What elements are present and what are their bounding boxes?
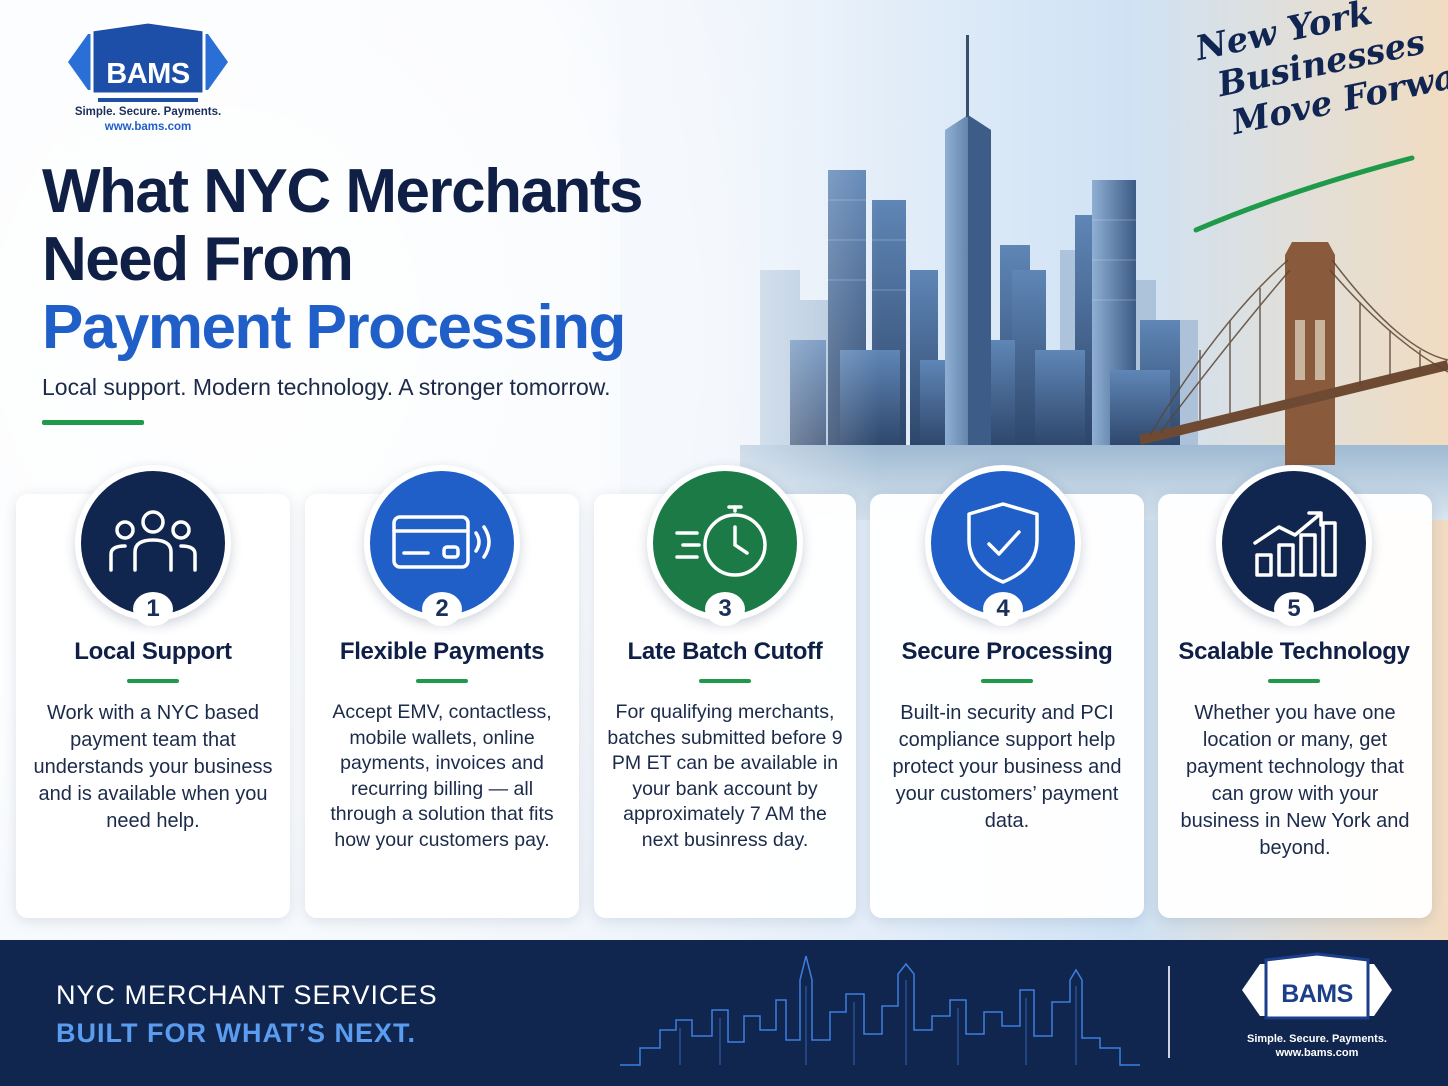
shield-check-icon bbox=[967, 502, 1039, 584]
feature-text-2: Accept EMV, contactless, mobile wallets,… bbox=[330, 701, 554, 851]
page-subtitle: Local support. Modern technology. A stro… bbox=[42, 374, 611, 400]
title-line-3: Payment Processing bbox=[42, 293, 626, 362]
footer-bams-logo-mark bbox=[1242, 952, 1392, 1020]
feature-rule-2 bbox=[416, 679, 468, 683]
fast-clock-icon bbox=[675, 505, 767, 577]
feature-title-5: Scalable Technology bbox=[1178, 638, 1410, 665]
brand-url[interactable]: www.bams.com bbox=[104, 121, 192, 133]
feature-number-2: 2 bbox=[422, 592, 462, 626]
feature-title-1: Local Support bbox=[74, 638, 232, 665]
feature-number-4: 4 bbox=[983, 592, 1023, 626]
slogan-swash bbox=[1193, 155, 1415, 233]
title-underline bbox=[42, 420, 144, 425]
badge-local-support bbox=[75, 465, 231, 621]
page-title: What NYC Merchants Need From Payment Pro… bbox=[42, 157, 643, 362]
feature-text-5: Whether you have one location or many, g… bbox=[1180, 702, 1410, 859]
feature-title-3: Late Batch Cutoff bbox=[627, 638, 823, 665]
feature-text-3: For qualifying merchants, batches submit… bbox=[607, 701, 843, 851]
bams-logo-mark bbox=[68, 20, 228, 102]
footer-brand-url[interactable]: www.bams.com bbox=[1275, 1047, 1359, 1059]
feature-title-2: Flexible Payments bbox=[339, 638, 545, 665]
footer-skyline-outline-icon bbox=[620, 955, 1140, 1066]
title-line-1: What NYC Merchants bbox=[42, 157, 643, 226]
feature-rule-4 bbox=[981, 679, 1033, 683]
feature-number-3: 3 bbox=[705, 592, 745, 626]
skyline-fade bbox=[620, 0, 880, 520]
footer-divider bbox=[1168, 966, 1170, 1058]
contactless-card-icon bbox=[392, 515, 491, 569]
growth-chart-icon bbox=[1253, 511, 1337, 577]
bams-logo[interactable]: BAMS Simple. Secure. Payments. www.bams.… bbox=[62, 20, 234, 133]
brand-tagline: Simple. Secure. Payments. bbox=[74, 106, 222, 118]
feature-rule-3 bbox=[699, 679, 751, 683]
footer-bams-logo[interactable]: BAMS Simple. Secure. Payments. www.bams.… bbox=[1238, 952, 1396, 1059]
bams-logo-text: BAMS bbox=[106, 58, 190, 90]
footer-bar bbox=[0, 940, 1448, 1086]
feature-number-1: 1 bbox=[133, 592, 173, 626]
feature-number-5: 5 bbox=[1274, 592, 1314, 626]
footer-bams-logo-text: BAMS bbox=[1281, 980, 1353, 1008]
footer-brand-tagline: Simple. Secure. Payments. bbox=[1246, 1033, 1387, 1045]
feature-rule-5 bbox=[1268, 679, 1320, 683]
feature-rule-1 bbox=[127, 679, 179, 683]
feature-text-4: Built-in security and PCI compliance sup… bbox=[892, 702, 1122, 832]
feature-text-1: Work with a NYC based payment team that … bbox=[33, 702, 273, 832]
people-group-icon bbox=[109, 510, 197, 572]
title-line-2: Need From bbox=[42, 225, 354, 294]
footer-tagline: BUILT FOR WHAT’S NEXT. bbox=[56, 1018, 416, 1048]
feature-title-4: Secure Processing bbox=[901, 638, 1113, 665]
footer-heading: NYC MERCHANT SERVICES bbox=[56, 980, 438, 1010]
